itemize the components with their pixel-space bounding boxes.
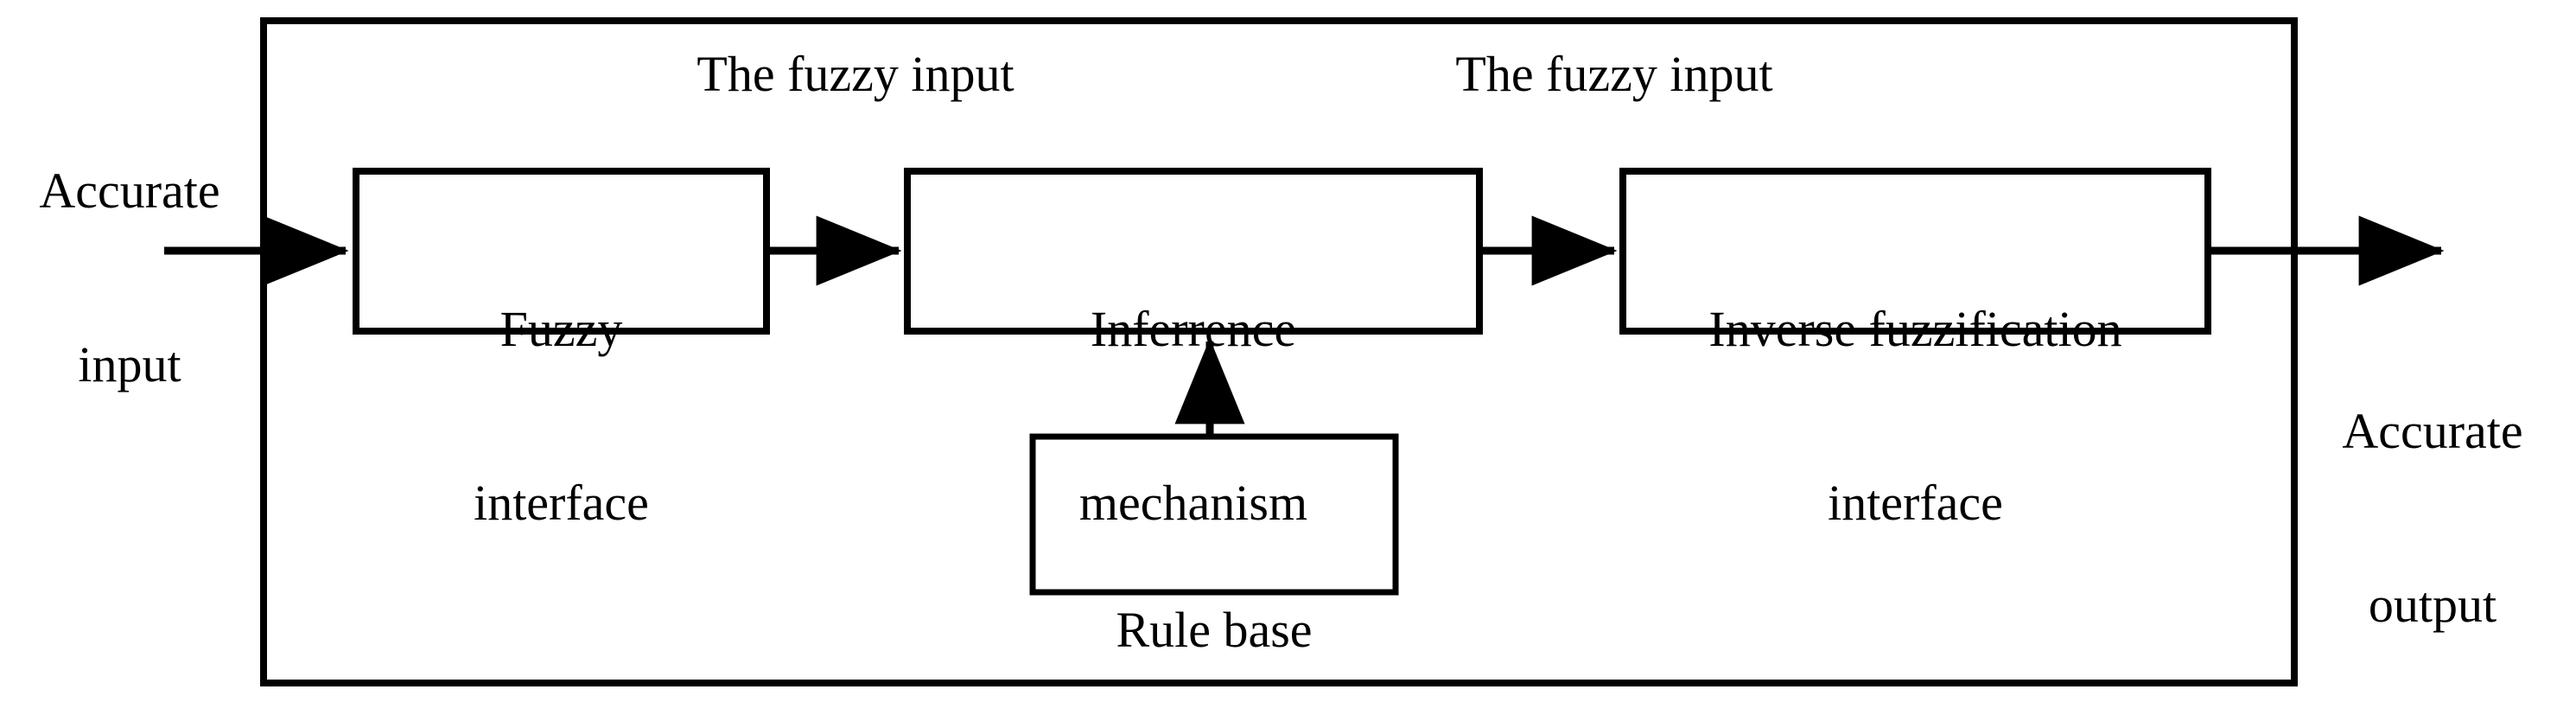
label-inverse-fuzzification-line1: Inverse fuzzification (1708, 300, 2122, 357)
label-fuzzy-interface-line2: interface (474, 475, 649, 532)
fuzzy-controller-boundary (260, 17, 2298, 686)
label-inverse-fuzzification-interface: Inverse fuzzification interface (1623, 183, 2208, 648)
label-fuzzy-input-2: The fuzzy input (1455, 46, 1773, 102)
label-accurate-output: Accurate output (2303, 285, 2562, 715)
label-accurate-output-line1: Accurate (2342, 402, 2523, 459)
label-rule-base: Rule base (1033, 484, 1396, 715)
label-fuzzy-interface-line1: Fuzzy (499, 300, 623, 357)
label-accurate-input-line2: input (78, 336, 181, 393)
block-inferrence-mechanism[interactable] (904, 168, 1483, 335)
block-rule-base[interactable] (1029, 433, 1399, 596)
label-fuzzy-input-1: The fuzzy input (696, 46, 1014, 102)
label-inferrence-mechanism-line2: mechanism (1078, 475, 1308, 532)
label-accurate-input: Accurate input (0, 45, 259, 510)
label-inverse-fuzzification-line2: interface (1828, 475, 2003, 532)
block-fuzzy-interface[interactable] (353, 168, 770, 335)
label-inferrence-mechanism: Inferrence mechanism (907, 183, 1479, 648)
label-accurate-output-line2: output (2368, 577, 2497, 634)
label-rule-base-line1: Rule base (1116, 601, 1313, 658)
label-fuzzy-interface: Fuzzy interface (356, 183, 766, 648)
label-accurate-input-line1: Accurate (39, 162, 220, 219)
label-inferrence-mechanism-line1: Inferrence (1090, 300, 1297, 357)
